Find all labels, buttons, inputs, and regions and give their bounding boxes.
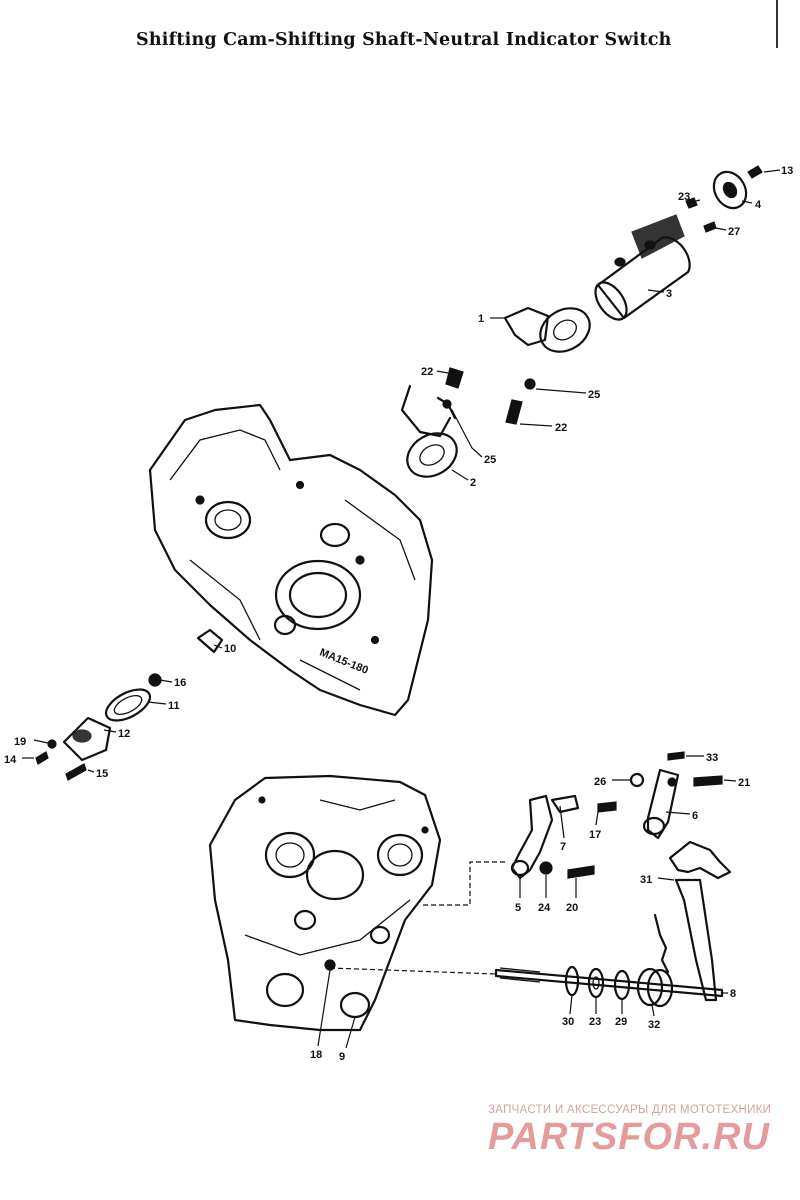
callout-25-upper: 25 <box>588 389 600 401</box>
callout-27: 27 <box>728 226 740 238</box>
pin-22-shaft-icon <box>505 399 523 425</box>
callout-16: 16 <box>174 677 186 689</box>
callout-4: 4 <box>755 199 762 211</box>
oring-19-icon <box>47 739 57 749</box>
callout-17: 17 <box>589 829 601 841</box>
callout-7: 7 <box>560 841 566 853</box>
return-spring <box>653 913 670 974</box>
bolt-21-icon <box>693 775 723 787</box>
screw-16-icon <box>148 673 162 687</box>
callout-1: 1 <box>478 313 484 325</box>
shifting-fork-2 <box>400 384 458 478</box>
shifting-shaft-8 <box>494 967 724 998</box>
callout-25-lower: 25 <box>484 454 496 466</box>
leader-lines <box>22 169 781 1049</box>
callout-13: 13 <box>781 165 793 177</box>
callout-21: 21 <box>738 777 750 789</box>
callout-15: 15 <box>96 768 108 780</box>
callout-10: 10 <box>224 643 236 655</box>
callout-6: 6 <box>692 810 698 822</box>
clip-25-lower-icon <box>442 399 452 409</box>
callout-22-shaft: 22 <box>555 422 567 434</box>
callout-20: 20 <box>566 902 578 914</box>
screw-15-icon <box>65 763 87 781</box>
callout-33: 33 <box>706 752 718 764</box>
washer-26-icon <box>629 772 645 788</box>
callout-2: 2 <box>470 477 476 489</box>
pin-22-top-icon <box>445 367 464 389</box>
cam-guide-6 <box>642 768 680 840</box>
shifting-cam <box>594 214 691 321</box>
oil-seal-30 <box>564 965 580 997</box>
switch-cover-12 <box>62 716 112 762</box>
washer-29 <box>613 969 631 1001</box>
washer-23 <box>587 967 605 999</box>
callout-8: 8 <box>730 988 736 1000</box>
callout-11: 11 <box>168 700 180 712</box>
bolt-20-icon <box>567 865 595 879</box>
washer-24-icon <box>539 861 553 875</box>
callout-18: 18 <box>310 1049 322 1061</box>
spring-7 <box>550 794 580 814</box>
callout-14: 14 <box>4 754 17 766</box>
callout-31: 31 <box>640 874 652 886</box>
pin-27-icon <box>703 221 717 233</box>
callout-29: 29 <box>615 1016 627 1028</box>
watermark-tagline: ЗАПЧАСТИ И АКСЕССУАРЫ ДЛЯ МОТОТЕХНИКИ <box>488 1104 772 1116</box>
callout-labels: 13 4 23 27 3 1 22 25 22 25 2 10 16 11 12… <box>4 165 793 1063</box>
watermark-logo: PARTSFOR.RU <box>488 1116 770 1158</box>
bolt-17-icon <box>597 801 617 813</box>
pin-23-icon <box>685 197 698 209</box>
lower-crankcase <box>208 774 442 1032</box>
screw-14-icon <box>35 751 49 765</box>
callout-3: 3 <box>666 288 672 300</box>
page-edge-mark <box>770 0 778 48</box>
screw-33-icon <box>667 751 685 761</box>
callout-12: 12 <box>118 728 130 740</box>
gasket-11 <box>104 688 152 722</box>
callout-26: 26 <box>594 776 606 788</box>
callout-5: 5 <box>515 902 521 914</box>
screw-13-icon <box>747 165 763 179</box>
cam-stopper-plate <box>712 170 748 210</box>
callout-30: 30 <box>562 1016 574 1028</box>
shifting-fork-1 <box>503 306 591 353</box>
callout-32: 32 <box>648 1019 660 1031</box>
spring-32 <box>636 967 674 1008</box>
shift-arm-31 <box>668 840 732 1002</box>
callout-23-top: 23 <box>678 191 690 203</box>
neutral-switch-contact-10 <box>196 628 224 654</box>
callout-19: 19 <box>14 736 26 748</box>
gearshift-cam-stopper-5 <box>510 794 554 880</box>
assembly-line-shaft <box>329 967 497 975</box>
upper-crankcase: MA15-180 <box>148 403 434 717</box>
assembly-line-upper <box>420 861 505 906</box>
callout-23-shaft: 23 <box>589 1016 601 1028</box>
callout-24: 24 <box>538 902 551 914</box>
callout-9: 9 <box>339 1051 345 1063</box>
diagram-title: Shifting Cam-Shifting Shaft-Neutral Indi… <box>136 30 672 50</box>
clip-25-upper-icon <box>524 378 536 390</box>
callout-22-top: 22 <box>421 366 433 378</box>
